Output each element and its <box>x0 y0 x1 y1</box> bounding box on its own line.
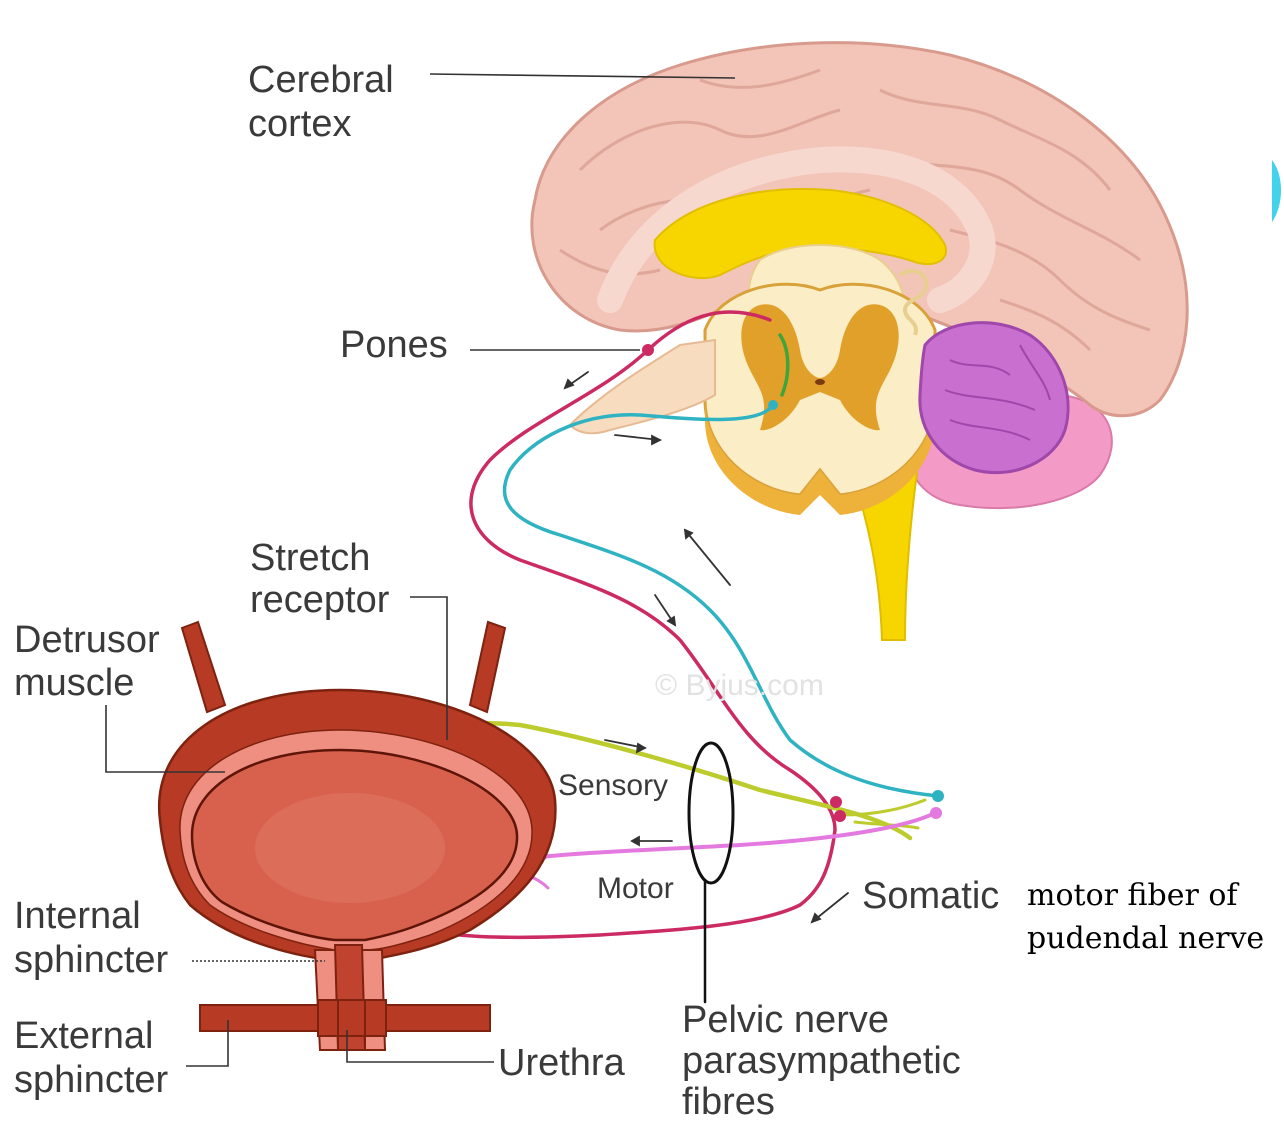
pelvic-nerve-bundle <box>689 743 733 883</box>
bladder <box>159 622 555 1050</box>
label-parasympathetic: parasympathetic <box>682 1040 961 1082</box>
label-motor: Motor <box>597 872 674 905</box>
pink-node-ganglion <box>930 807 942 819</box>
label-stretch: Stretch <box>250 537 370 579</box>
label-cerebral: Cerebral <box>248 59 394 101</box>
central-canal <box>815 379 825 385</box>
label-pudendal-nerve: pudendal nerve <box>1027 921 1264 956</box>
label-somatic: Somatic <box>862 875 999 917</box>
cyan-node-ganglion <box>932 790 944 802</box>
label-internal: Internal <box>14 895 141 937</box>
magenta-node-2 <box>834 810 846 822</box>
pons-node <box>642 344 654 356</box>
label-muscle: muscle <box>14 662 134 704</box>
label-pones: Pones <box>340 324 448 366</box>
label-external: External <box>14 1015 153 1057</box>
label-fibres: fibres <box>682 1081 775 1121</box>
label-internal-sphincter: sphincter <box>14 939 169 981</box>
label-urethra: Urethra <box>498 1042 626 1084</box>
label-pelvic-nerve: Pelvic nerve <box>682 999 889 1041</box>
brain <box>532 43 1187 640</box>
watermark: © Byjus.com <box>655 669 824 702</box>
edge-fragment <box>1272 160 1281 222</box>
right-ureter <box>470 622 505 712</box>
label-cortex: cortex <box>248 103 351 145</box>
left-ureter <box>182 622 225 712</box>
label-detrusor: Detrusor <box>14 619 160 661</box>
label-somatic-motor-fiber: motor fiber of <box>1027 878 1239 913</box>
label-external-sphincter: sphincter <box>14 1059 169 1101</box>
cyan-node-cord <box>768 400 778 410</box>
label-sensory: Sensory <box>558 769 668 802</box>
magenta-node-1 <box>830 796 842 808</box>
label-receptor: receptor <box>250 579 390 621</box>
